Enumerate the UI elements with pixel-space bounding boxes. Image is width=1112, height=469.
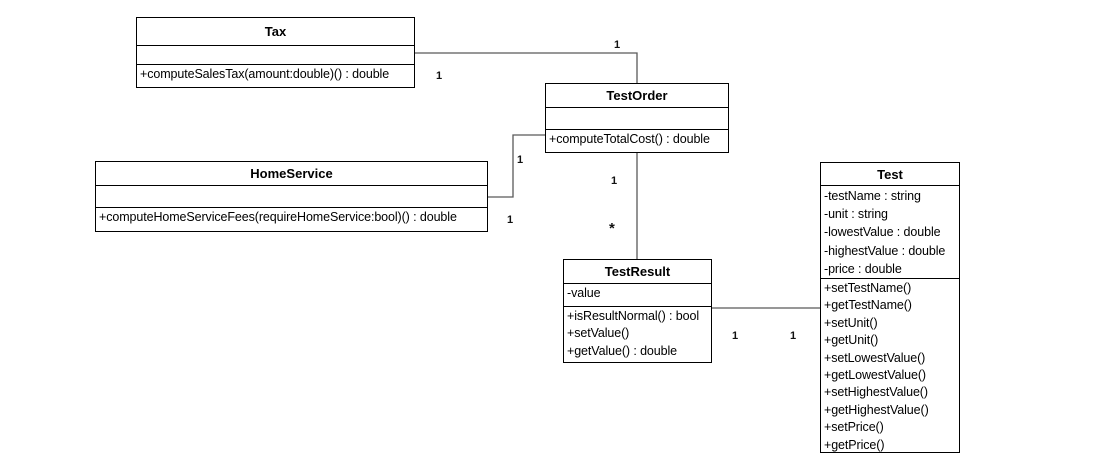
class-box-testorder: TestOrder +computeTotalCost() : double <box>545 83 729 153</box>
class-member: +computeTotalCost() : double <box>549 132 710 146</box>
multiplicity-label: 1 <box>611 175 618 187</box>
class-attributes-testorder <box>546 108 728 130</box>
class-member: -unit : string <box>824 207 888 222</box>
class-member: +setValue() <box>567 326 630 341</box>
class-member: -testName : string <box>824 189 921 203</box>
class-operations-test: +setTestName() +getTestName() +setUnit() +g… <box>821 279 959 452</box>
class-member: +computeSalesTax(amount:double)() : doub… <box>140 67 390 81</box>
multiplicity-label: 1 <box>507 214 514 226</box>
class-member: -value <box>567 286 601 300</box>
class-member: +setTestName() <box>824 281 912 295</box>
class-box-homeservice: HomeService +computeHomeServiceFees(requ… <box>95 161 488 232</box>
class-member: +getUnit() <box>824 333 879 348</box>
multiplicity-label: 1 <box>614 39 621 51</box>
multiplicity-label: 1 <box>517 154 524 166</box>
class-member: +computeHomeServiceFees(requireHomeServi… <box>99 210 457 224</box>
class-member: +setPrice() <box>824 420 884 435</box>
class-member: -highestValue : double <box>824 243 946 258</box>
class-box-test: Test -testName : string -unit : string -lo… <box>820 162 960 453</box>
class-attributes-tax <box>137 46 414 65</box>
class-member: +setUnit() <box>824 315 878 330</box>
class-attributes-testresult: -value <box>564 284 711 307</box>
class-title-tax: Tax <box>137 18 414 46</box>
multiplicity-label: 1 <box>790 330 797 342</box>
class-attributes-test: -testName : string -unit : string -lowestV… <box>821 186 959 279</box>
class-operations-testresult: +isResultNormal() : bool +setValue() +getV… <box>564 307 711 362</box>
class-member: -price : double <box>824 261 902 276</box>
class-title-test: Test <box>821 163 959 186</box>
multiplicity-label: 1 <box>732 330 739 342</box>
class-member: +getTestName() <box>824 298 912 313</box>
class-member: +getHighestValue() <box>824 402 929 417</box>
class-operations-testorder: +computeTotalCost() : double <box>546 130 728 152</box>
multiplicity-label: * <box>609 220 615 237</box>
class-member: +getLowestValue() <box>824 368 926 383</box>
class-member: +getPrice() <box>824 437 885 452</box>
class-title-testorder: TestOrder <box>546 84 728 108</box>
class-title-homeservice: HomeService <box>96 162 487 186</box>
class-member: +setHighestValue() <box>824 385 928 400</box>
class-attributes-homeservice <box>96 186 487 208</box>
class-member: +isResultNormal() : bool <box>567 309 700 323</box>
class-operations-tax: +computeSalesTax(amount:double)() : doub… <box>137 65 414 87</box>
class-title-testresult: TestResult <box>564 260 711 284</box>
class-box-tax: Tax +computeSalesTax(amount:double)() : … <box>136 17 415 88</box>
relationship-tax-testorder <box>415 52 638 83</box>
class-member: +getValue() : double <box>567 343 677 358</box>
class-member: +setLowestValue() <box>824 350 926 365</box>
class-operations-homeservice: +computeHomeServiceFees(requireHomeServi… <box>96 208 487 231</box>
multiplicity-label: 1 <box>436 70 443 82</box>
class-member: -lowestValue : double <box>824 225 941 240</box>
class-box-testresult: TestResult -value +isResultNormal() : bo… <box>563 259 712 363</box>
